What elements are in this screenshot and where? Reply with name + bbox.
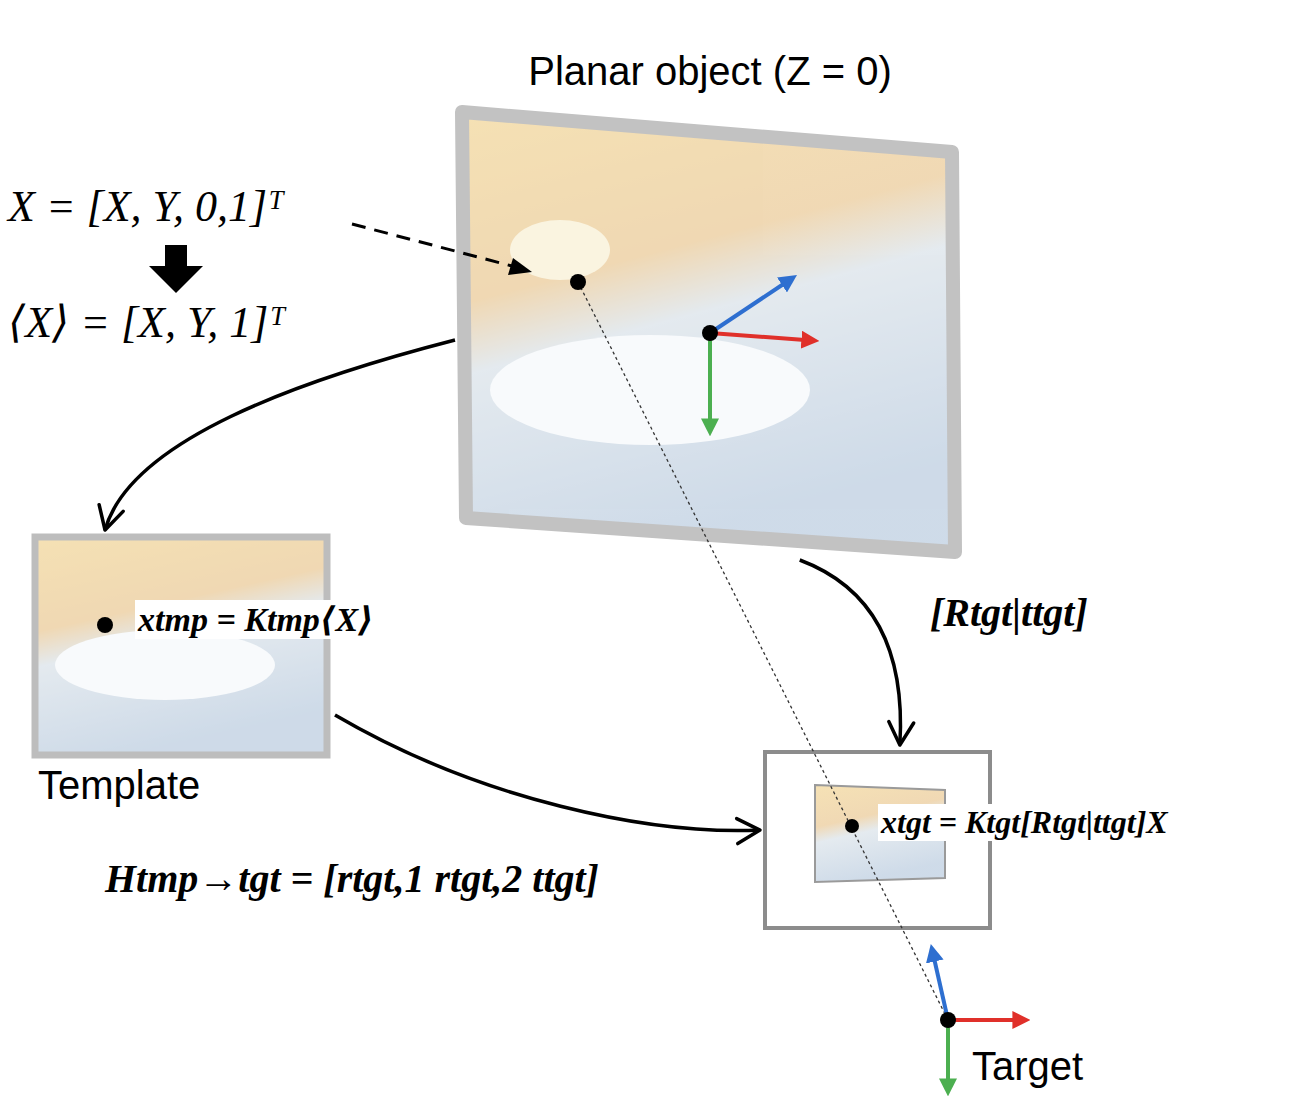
axis-z	[934, 958, 948, 1020]
template-painting	[35, 537, 327, 755]
pointer-head	[508, 258, 532, 275]
projection-ray	[578, 282, 948, 1020]
template-caption: Template	[38, 762, 200, 808]
edge-equation-holder: [Rtgt|ttgt]	[930, 590, 1088, 636]
node-outline	[455, 40, 965, 560]
object-axes	[710, 283, 805, 422]
edge-equation: Htmp→tgt = [rtgt,1 rtgt,2 ttgt]	[105, 856, 599, 902]
picture-frame	[462, 112, 955, 552]
down-arrow	[149, 245, 203, 293]
template-equation: xtmp = Ktmp⟨X⟩	[135, 600, 377, 639]
point-3d-holder: X = [X, Y, 0,1]ᵀ	[8, 182, 284, 233]
planar-object: Planar object (Z = 0)	[455, 40, 965, 560]
target-caption: Target	[972, 1043, 1083, 1089]
planar-painting	[462, 112, 955, 552]
arrow-line	[105, 340, 455, 530]
curved-arrow	[335, 715, 760, 844]
dashed-pointer	[352, 224, 512, 266]
target-point	[845, 819, 859, 833]
object-origin	[702, 325, 718, 341]
arrow-head	[737, 819, 760, 844]
edge-equation-holder: Htmp→tgt = [rtgt,1 rtgt,2 ttgt]	[105, 856, 599, 902]
template-point	[97, 617, 113, 633]
axis-z	[710, 283, 785, 333]
point-3d: X = [X, Y, 0,1]ᵀ	[8, 182, 284, 233]
camera-center	[940, 1012, 956, 1028]
axis-x	[948, 1018, 1016, 1022]
arrow-line	[335, 715, 760, 831]
axis-x	[710, 333, 805, 340]
target-camera: Target	[760, 745, 1130, 1107]
point-homogeneous-holder: ⟨X⟩ = [X, Y, 1]ᵀ	[8, 298, 285, 349]
target-equation: xtgt = Ktgt[Rtgt|ttgt]X	[878, 804, 1171, 841]
object-point	[570, 274, 586, 290]
axis-y	[708, 333, 712, 422]
point-homogeneous: ⟨X⟩ = [X, Y, 1]ᵀ	[8, 298, 285, 349]
edge-equation: [Rtgt|ttgt]	[930, 590, 1088, 636]
painting-figure	[490, 335, 810, 445]
template-image: Template	[30, 530, 335, 820]
template-equation-holder: xtmp = Ktmp⟨X⟩	[135, 600, 377, 639]
object-title: Planar object (Z = 0)	[455, 48, 965, 94]
target-equation-holder: xtgt = Ktgt[Rtgt|ttgt]X	[878, 804, 1171, 841]
axis-y	[946, 1020, 950, 1082]
arrow-head	[99, 505, 123, 530]
camera-axes	[934, 958, 1016, 1082]
curved-arrow	[800, 560, 914, 745]
arrow-head	[889, 721, 914, 745]
template-frame	[35, 537, 327, 755]
curved-arrow	[99, 340, 455, 530]
painting-figure	[55, 630, 275, 700]
arrow-line	[800, 560, 901, 745]
